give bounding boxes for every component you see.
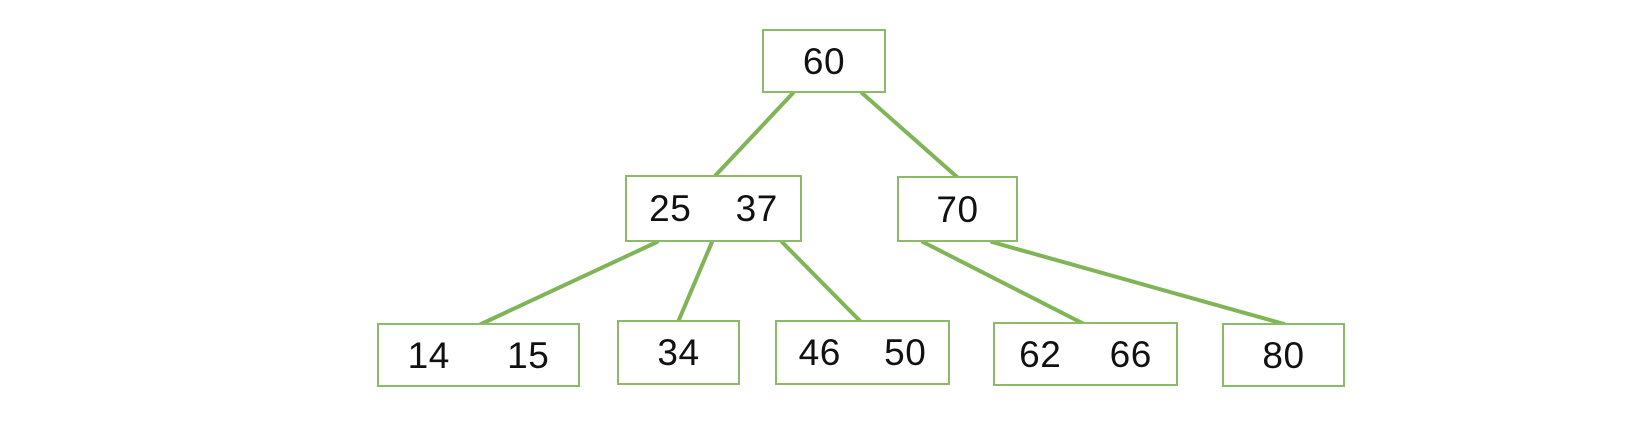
node-key: 15 (507, 334, 550, 376)
edge-node-60-to-node-25-37 (712, 91, 795, 179)
node-80: 80 (1222, 323, 1345, 387)
node-key: 37 (735, 188, 778, 229)
node-62-66: 62 66 (993, 322, 1178, 386)
edge-node-70-to-node-62-66 (921, 240, 1086, 326)
node-key: 46 (798, 332, 841, 373)
node-key: 34 (657, 332, 700, 373)
node-60: 60 (762, 29, 886, 93)
node-key: 80 (1262, 334, 1305, 376)
node-key: 25 (649, 188, 692, 229)
node-25-37: 25 37 (625, 175, 802, 242)
edge-node-60-to-node-70 (860, 91, 959, 179)
node-70: 70 (897, 176, 1018, 242)
node-key: 60 (802, 40, 846, 82)
node-key: 14 (407, 334, 450, 376)
node-14-15: 14 15 (377, 323, 580, 387)
node-34: 34 (617, 320, 740, 385)
node-key: 62 (1019, 333, 1062, 375)
edge-node-25-37-to-node-14-15 (477, 240, 659, 327)
edge-node-25-37-to-node-46-50 (780, 240, 863, 324)
edge-node-25-37-to-node-34 (676, 240, 714, 324)
node-key: 50 (884, 332, 927, 373)
node-46-50: 46 50 (775, 320, 950, 385)
node-key: 66 (1109, 333, 1152, 375)
edge-node-70-to-node-80 (990, 240, 1286, 326)
node-key: 70 (936, 188, 979, 230)
